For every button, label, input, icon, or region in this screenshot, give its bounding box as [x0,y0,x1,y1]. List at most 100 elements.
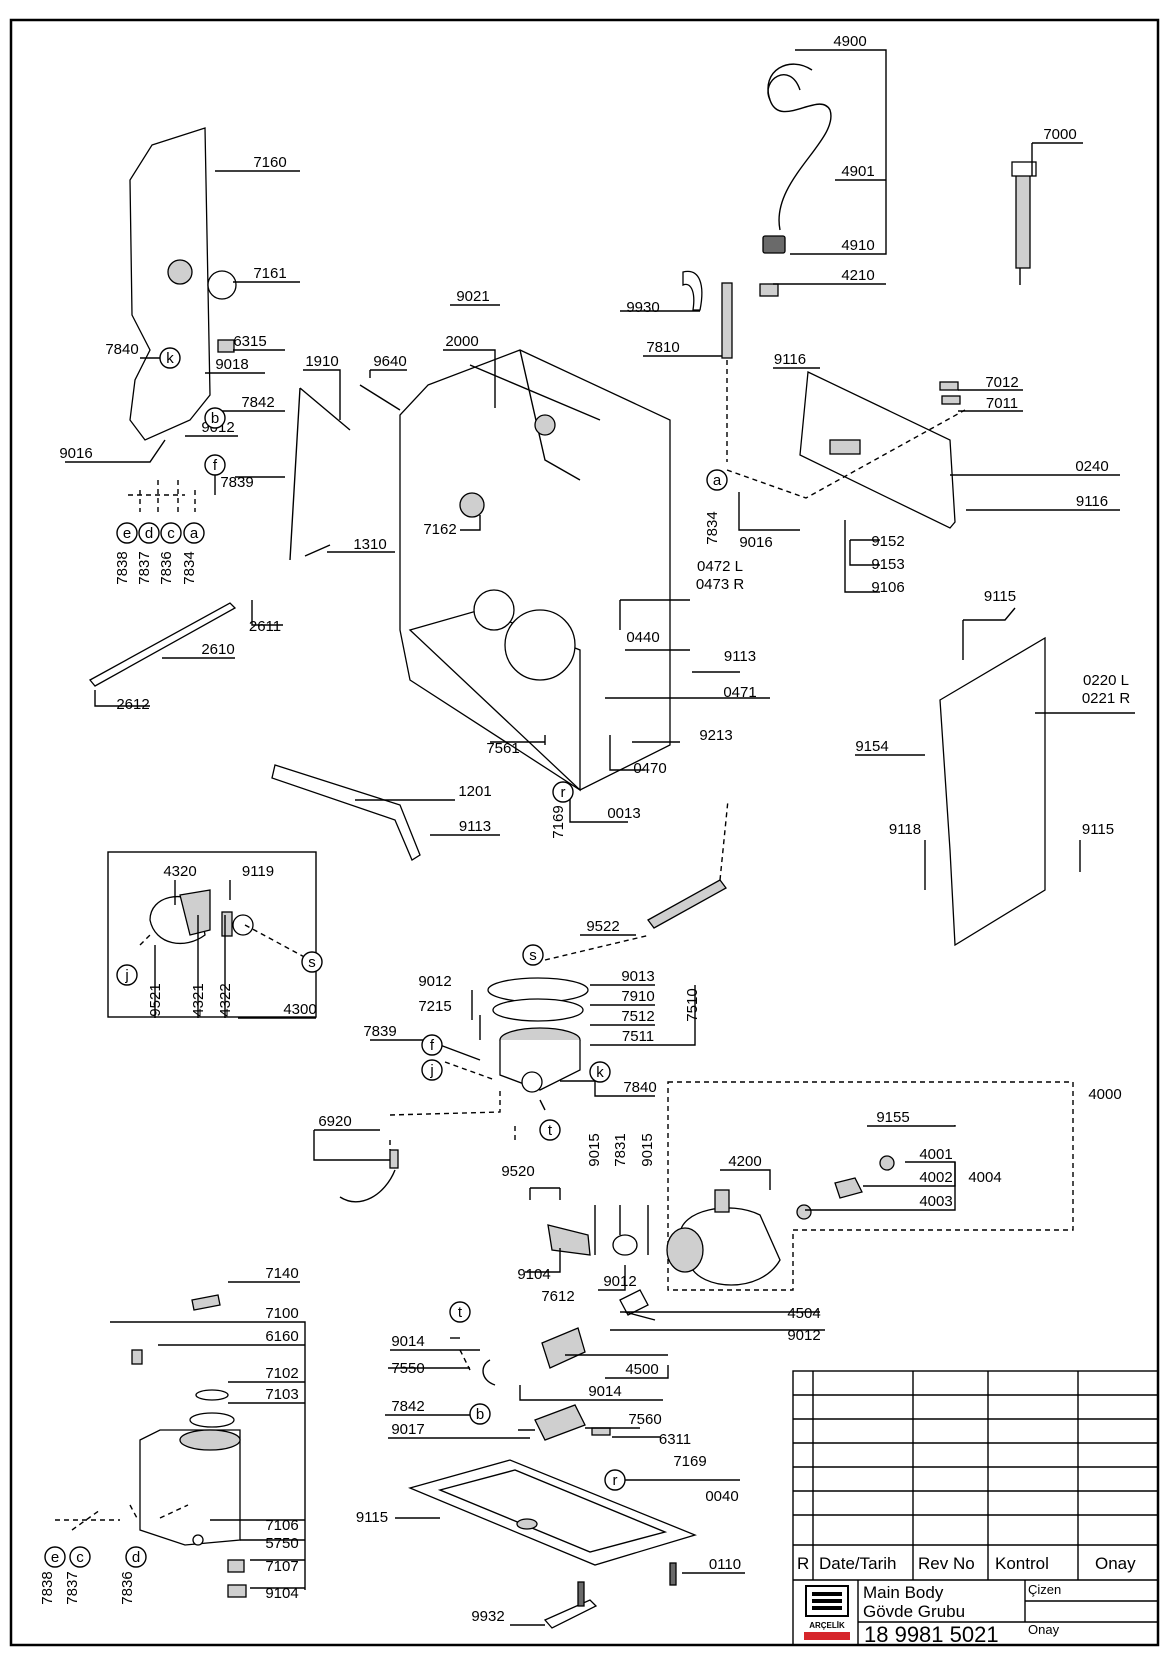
part-label: 9116 [774,351,806,368]
pump-subassembly-box [107,851,317,1018]
part-label: 2612 [116,696,149,713]
part-label: 9115 [1082,821,1114,838]
part-label: 9115 [356,1509,388,1526]
tb-drawing-no: 18 9981 5021 [864,1622,999,1647]
part-label: 7162 [423,521,456,538]
svg-text:a: a [190,525,199,542]
part-label-vertical: 7836 [119,1571,136,1604]
svg-text:b: b [476,1406,484,1423]
part-label-vertical: 9015 [639,1133,656,1166]
svg-text:s: s [308,954,316,971]
part-label: 7842 [391,1398,424,1415]
tb-title-tr: Gövde Grubu [863,1602,965,1621]
svg-text:b: b [211,410,219,427]
part-label: 0040 [705,1488,738,1505]
tb-date-col: Date/Tarih [819,1554,896,1573]
callout-k: k [159,347,181,369]
svg-text:j: j [124,967,128,984]
callout-a: a [706,469,728,491]
svg-text:s: s [529,947,537,964]
part-label: 9012 [603,1273,636,1290]
part-label-vertical: 9015 [586,1133,603,1166]
part-label: 9118 [889,821,921,838]
tb-cizen: Çizen [1028,1582,1061,1597]
part-label: 6160 [265,1328,298,1345]
part-label-vertical: 7834 [704,511,721,544]
svg-text:c: c [167,525,175,542]
part-label: 9021 [456,288,489,305]
part-label: 7561 [486,740,519,757]
part-label: 9012 [418,973,451,990]
callout-r: r [552,781,574,803]
callout-b: b [204,407,226,429]
part-label: 9017 [391,1421,424,1438]
part-label: 9104 [265,1585,298,1602]
part-label: 9106 [871,579,904,596]
part-label: 6315 [233,333,266,350]
callout-c: c [69,1546,91,1568]
callout-s: s [301,951,323,973]
part-label-vertical: 4322 [217,983,234,1016]
part-label: 4002 [919,1169,952,1186]
part-label-vertical: 7836 [158,551,175,584]
part-label: 7011 [986,395,1018,412]
callout-d: d [138,522,160,544]
part-label: 9113 [724,648,756,665]
part-label-vertical: 7510 [684,988,701,1021]
part-label: 7107 [265,1558,298,1575]
part-label: 0013 [607,805,640,822]
part-label-vertical: 4321 [190,983,207,1016]
callout-a: a [183,522,205,544]
part-label: 9930 [626,299,659,316]
part-label-vertical: 9521 [147,983,164,1016]
part-label-vertical: 7169 [550,805,567,838]
part-label: 9153 [871,556,904,573]
tb-onay-col: Onay [1095,1554,1136,1573]
part-label: 7810 [646,339,679,356]
part-label: 7511 [622,1028,654,1045]
tb-rev-no-col: Rev No [918,1554,975,1573]
part-label: 2611 [249,618,281,635]
part-label-vertical: 7837 [64,1571,81,1604]
svg-text:t: t [458,1304,463,1321]
svg-text:e: e [51,1549,59,1566]
svg-text:k: k [166,350,174,367]
part-label: 1310 [353,536,386,553]
callout-t: t [449,1301,471,1323]
part-label: 0240 [1075,458,1108,475]
svg-text:f: f [213,457,218,474]
part-label: 1201 [458,783,491,800]
svg-text:r: r [561,784,566,801]
part-label: 9640 [373,353,406,370]
part-label: 7160 [253,154,286,171]
part-label: 9154 [855,738,888,755]
callouts: k b f e d c a a r j s s f j k t t b r e … [44,347,728,1568]
part-label: 9014 [391,1333,424,1350]
part-label: 2000 [445,333,478,350]
tb-onay: Onay [1028,1622,1060,1637]
svg-text:k: k [596,1064,604,1081]
tb-title-en: Main Body [863,1583,944,1602]
part-label-vertical: 7838 [39,1571,56,1604]
part-label: 4003 [919,1193,952,1210]
part-label: 0440 [626,629,659,646]
part-label: 7103 [265,1386,298,1403]
part-label: 9155 [876,1109,909,1126]
part-label: 0472 L [697,558,743,575]
part-label: 1910 [305,353,338,370]
svg-text:j: j [429,1062,433,1079]
part-label: 7910 [621,988,654,1005]
callout-s: s [522,944,544,966]
part-label: 9213 [699,727,732,744]
part-label: 6311 [659,1431,691,1448]
part-label: 9932 [471,1608,504,1625]
callout-d: d [125,1546,147,1568]
callout-c: c [160,522,182,544]
callout-e: e [44,1546,66,1568]
tb-rev-col: R [797,1554,809,1573]
part-label-vertical: 7838 [114,551,131,584]
part-label: 4320 [163,863,196,880]
part-label: 4910 [841,237,874,254]
part-label: 9016 [59,445,92,462]
part-label: 7161 [253,265,286,282]
